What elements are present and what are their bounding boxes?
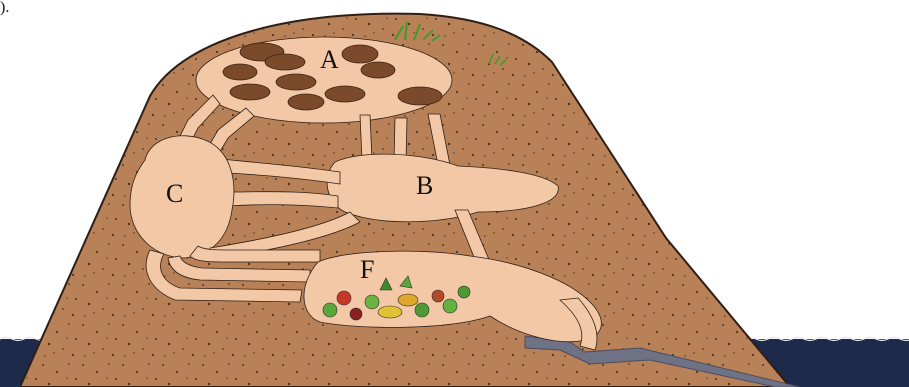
food-item xyxy=(415,303,429,317)
food-item xyxy=(458,286,470,298)
food-item xyxy=(443,299,457,313)
beaver xyxy=(276,74,316,90)
beaver xyxy=(230,84,270,100)
beaver xyxy=(342,45,378,63)
chamber-label-b: B xyxy=(416,171,433,200)
food-item xyxy=(323,303,337,317)
beaver xyxy=(223,64,257,80)
food-item xyxy=(350,308,362,320)
food-item xyxy=(398,294,418,306)
corner-mark: ). xyxy=(0,0,9,16)
beaver xyxy=(288,94,324,110)
food-item xyxy=(337,291,351,305)
chamber-label-f: F xyxy=(360,255,374,284)
beaver xyxy=(361,62,395,78)
food-item xyxy=(432,290,444,302)
food-item xyxy=(378,306,402,318)
beaver xyxy=(398,87,442,105)
food-item xyxy=(365,295,379,309)
beaver xyxy=(325,86,365,102)
chamber-label-a: A xyxy=(320,45,339,74)
chamber-label-c: C xyxy=(166,179,183,208)
tunnel-a-to-b xyxy=(360,115,372,160)
beaver xyxy=(265,54,305,70)
